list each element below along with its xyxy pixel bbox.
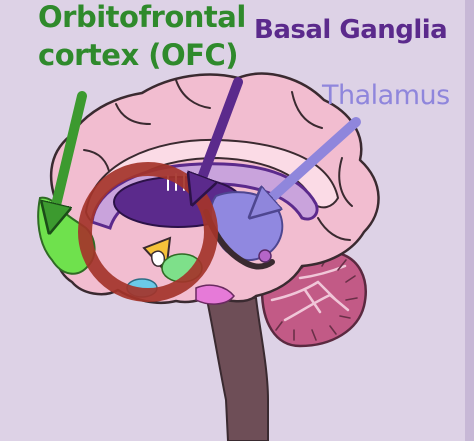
ofc-label-line1: Orbitofrontal [38, 0, 246, 34]
ofc-label-line2: cortex (OFC) [38, 38, 239, 72]
thalamus-label: Thalamus [322, 80, 450, 111]
thalamus-pointer-arrow [258, 117, 361, 210]
cortex-sulci [83, 79, 353, 241]
small-nucleus [258, 249, 272, 263]
brainstem [203, 288, 269, 441]
right-edge-strip [465, 0, 474, 441]
basal-ganglia-label: Basal Ganglia [254, 15, 448, 45]
basal-ganglia-pointer-arrow [196, 77, 243, 194]
ofc-highlight-ring [78, 162, 218, 302]
ofc-pointer-arrow [52, 91, 87, 222]
